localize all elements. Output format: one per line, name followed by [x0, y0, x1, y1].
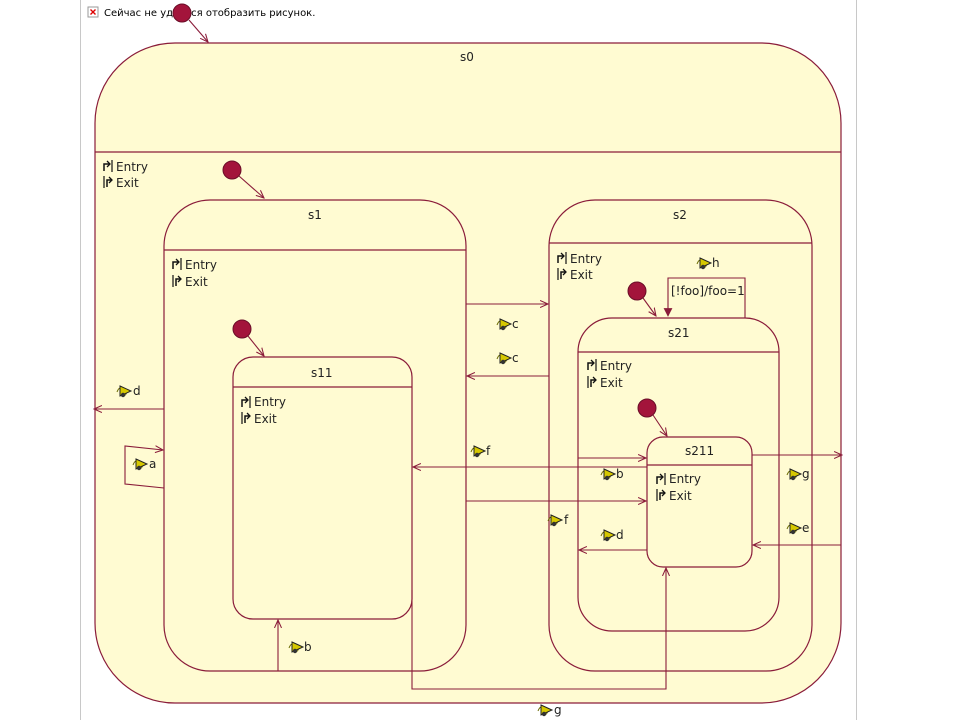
initial-s1[interactable] [222, 160, 264, 198]
state-s2-name: s2 [673, 208, 687, 222]
broken-image-text: Сейчас не удается отобразить рисунок. [104, 8, 315, 19]
state-s0-exit: Exit [116, 176, 139, 190]
state-s211-name: s211 [685, 444, 714, 458]
transition-s1-s11-b[interactable]: b [278, 620, 312, 671]
transition-s11-s211-g[interactable]: g [411, 568, 666, 717]
state-s21-exit: Exit [600, 376, 623, 390]
transition-s21-s211-b[interactable]: b [578, 458, 646, 481]
transition-s2-s1-c[interactable]: c [467, 351, 549, 376]
state-s1-entry: Entry [185, 258, 217, 272]
initial-s0[interactable] [172, 3, 208, 42]
initial-s11[interactable] [232, 319, 264, 356]
state-s11-name: s11 [311, 366, 333, 380]
transition-guard: [!foo]/foo=1 [671, 284, 745, 298]
state-s1-exit: Exit [185, 275, 208, 289]
transition-s1-s211-f[interactable]: f [466, 501, 646, 527]
transition-label: c [512, 351, 519, 365]
state-s21-entry: Entry [600, 359, 632, 373]
state-s0-name: s0 [460, 50, 474, 64]
transition-s211-s11-f[interactable]: f [413, 444, 647, 467]
transition-s1-self-a[interactable]: a [124, 446, 164, 489]
state-s211[interactable]: s211 Entry Exit [646, 436, 753, 568]
transition-label: d [133, 384, 141, 398]
transition-s211-s0-g[interactable]: g [752, 455, 842, 481]
state-s21-name: s21 [668, 326, 690, 340]
transition-s211-s21-d[interactable]: d [579, 528, 647, 550]
broken-image: Сейчас не удается отобразить рисунок. [87, 6, 315, 19]
close-icon [90, 9, 96, 15]
transition-label: g [802, 467, 810, 481]
state-s1-name: s1 [308, 208, 322, 222]
state-s2-exit: Exit [570, 268, 593, 282]
state-s11-exit: Exit [254, 412, 277, 426]
transition-s1-s2-c[interactable]: c [466, 304, 548, 331]
state-s11[interactable]: s11 Entry Exit [232, 356, 413, 620]
transition-label: b [616, 467, 624, 481]
transition-label: f [486, 444, 491, 458]
transition-s1-d[interactable]: d [94, 384, 164, 409]
transition-s21-self-h[interactable]: h [!foo]/foo=1 [663, 256, 746, 318]
state-s211-entry: Entry [669, 472, 701, 486]
initial-s211[interactable] [637, 398, 667, 436]
state-s0-entry: Entry [116, 160, 148, 174]
state-s11-entry: Entry [254, 395, 286, 409]
transition-label: g [554, 703, 562, 717]
state-s2-entry: Entry [570, 252, 602, 266]
transition-label: e [802, 521, 809, 535]
transition-s0-s211-e[interactable]: e [753, 521, 841, 545]
state-s211-exit: Exit [669, 489, 692, 503]
transition-label: d [616, 528, 624, 542]
event-trigger-icon [537, 704, 553, 717]
transition-label: a [149, 457, 156, 471]
transition-label: c [512, 317, 519, 331]
transition-label: h [712, 256, 720, 270]
transition-label: b [304, 640, 312, 654]
transition-label: f [564, 513, 569, 527]
initial-s21[interactable] [627, 281, 656, 316]
